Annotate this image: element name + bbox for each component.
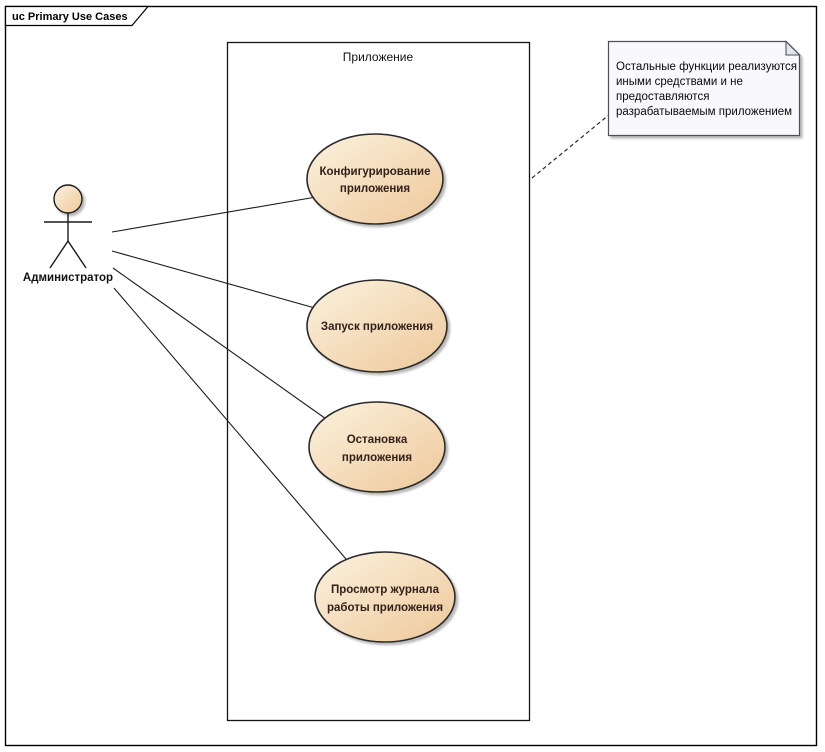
- frame-tab: [4, 5, 150, 27]
- usecase-view-application-log-label: Просмотр журнала: [331, 584, 440, 596]
- usecase-stop-application-label: приложения: [342, 452, 412, 464]
- usecase-launch-application[interactable]: [306, 279, 448, 373]
- system-boundary-label: Приложение: [343, 50, 414, 64]
- actor-leg-left: [49, 240, 69, 269]
- usecase-view-application-log-label: работы приложения: [327, 602, 443, 614]
- association-configure-application[interactable]: [111, 195, 323, 233]
- usecase-configure-application[interactable]: [306, 133, 444, 225]
- association-stop-application[interactable]: [112, 267, 337, 427]
- usecase-stop-application[interactable]: [308, 401, 446, 493]
- association-view-application-log[interactable]: [113, 287, 353, 567]
- actor-head[interactable]: [53, 184, 83, 214]
- usecase-configure-application-label: приложения: [340, 183, 410, 195]
- note[interactable]: Остальные функции реализуются иными сред…: [607, 40, 801, 137]
- actor-leg-right: [67, 240, 87, 269]
- note-fold-icon: [785, 40, 801, 56]
- frame-title: uc Primary Use Cases: [12, 11, 128, 23]
- association-launch-application[interactable]: [111, 250, 323, 311]
- note-text-line: предоставляются: [616, 91, 709, 103]
- note-text-line: Остальные функции реализуются: [616, 61, 797, 73]
- usecase-view-application-log[interactable]: [314, 551, 456, 643]
- usecase-group: Конфигурирование приложения Запуск прило…: [306, 133, 456, 643]
- note-body[interactable]: [607, 40, 801, 137]
- usecase-stop-application-label: Остановка: [347, 434, 408, 446]
- usecase-launch-application-label: Запуск приложения: [321, 321, 433, 333]
- actor-administrator[interactable]: Администратор: [23, 184, 113, 284]
- note-text-line: иными средствами и не: [616, 76, 743, 88]
- note-text-line: разрабатываемым приложением: [616, 106, 792, 118]
- actor-administrator-label: Администратор: [23, 272, 113, 284]
- note-link-connector[interactable]: [531, 113, 611, 179]
- usecase-configure-application-label: Конфигурирование: [319, 166, 430, 178]
